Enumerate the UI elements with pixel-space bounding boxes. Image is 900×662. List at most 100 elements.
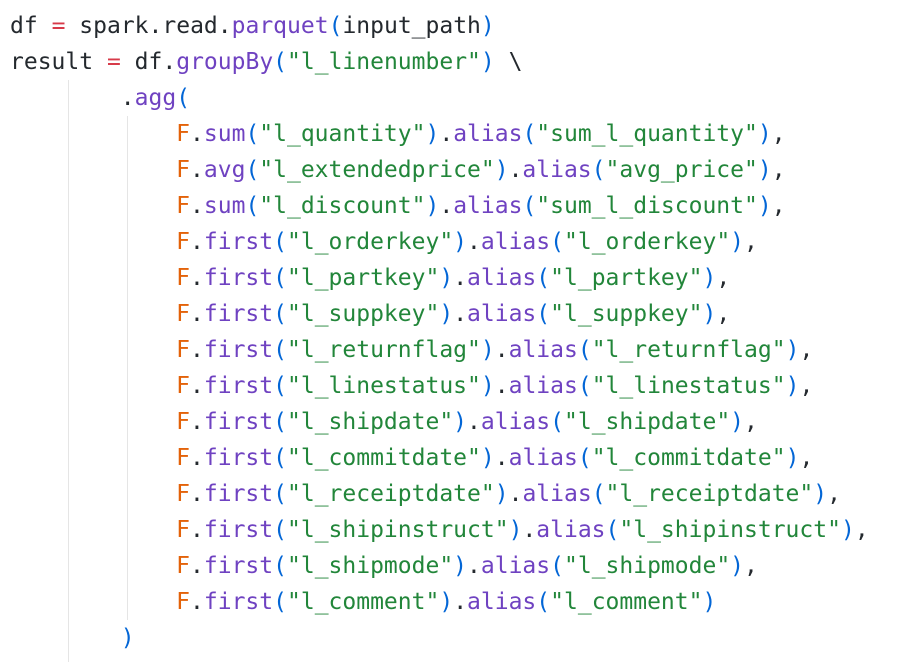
code-token-paren: ) (785, 373, 800, 399)
code-token-paren: ) (494, 157, 509, 183)
code-token-string-literal: "l_suppkey" (550, 301, 703, 327)
code-token-function-name: avg (203, 157, 246, 183)
code-line[interactable]: F.first("l_shipdate").alias("l_shipdate"… (10, 404, 758, 440)
code-token-string-literal: "l_linenumber" (287, 49, 481, 75)
code-token-code-text: . (508, 481, 523, 507)
code-token-paren: ) (785, 337, 800, 363)
code-token-string-literal: "l_comment" (287, 589, 440, 615)
code-token-paren: ) (480, 49, 495, 75)
code-token-identifier: df (10, 13, 38, 39)
code-token-code-text: , (799, 445, 814, 471)
code-token-paren: ) (757, 157, 772, 183)
code-token-paren: ) (702, 589, 717, 615)
code-token-code-text: . (522, 517, 537, 543)
code-token-code-text: \ (494, 49, 523, 75)
code-token-string-literal: "l_orderkey" (564, 229, 731, 255)
code-line[interactable]: F.first("l_linestatus").alias("l_linesta… (10, 368, 813, 404)
code-token-code-text: . (190, 121, 204, 147)
code-token-paren: ( (273, 49, 288, 75)
code-token-code-text (38, 13, 52, 39)
code-token-string-literal: "l_shipinstruct" (619, 517, 841, 543)
code-token-paren: ( (536, 265, 551, 291)
code-token-paren: ( (577, 373, 592, 399)
code-token-paren: ) (480, 445, 495, 471)
code-token-code-text: , (771, 193, 786, 219)
code-line[interactable]: F.sum("l_discount").alias("sum_l_discoun… (10, 188, 786, 224)
code-line[interactable]: F.first("l_orderkey").alias("l_orderkey"… (10, 224, 758, 260)
code-token-string-literal: "sum_l_quantity" (536, 121, 758, 147)
code-token-module-name: F (176, 265, 191, 291)
code-token-function-name: alias (480, 409, 551, 435)
code-line[interactable]: F.first("l_returnflag").alias("l_returnf… (10, 332, 813, 368)
code-line[interactable]: .agg( (10, 80, 190, 116)
code-token-module-name: F (176, 229, 191, 255)
code-token-code-text: . (190, 157, 204, 183)
code-token-paren: ) (813, 481, 828, 507)
code-token-paren: ) (120, 625, 135, 651)
code-token-code-text: . (453, 265, 468, 291)
code-token-paren: ( (245, 193, 260, 219)
code-token-string-literal: "l_comment" (550, 589, 703, 615)
code-token-code-text: . (494, 373, 509, 399)
code-token-paren: ) (757, 121, 772, 147)
code-token-module-name: F (176, 373, 191, 399)
code-token-paren: ( (273, 589, 287, 615)
code-token-string-literal: "l_returnflag" (287, 337, 481, 363)
code-token-code-text: , (744, 553, 758, 579)
code-token-operator: = (106, 49, 121, 75)
code-token-string-literal: "l_receiptdate" (287, 481, 495, 507)
code-token-paren: ( (273, 301, 287, 327)
code-token-paren: ( (328, 13, 343, 39)
code-token-paren: ) (494, 481, 509, 507)
code-token-string-literal: "sum_l_discount" (536, 193, 758, 219)
code-line[interactable]: F.sum("l_quantity").alias("sum_l_quantit… (10, 116, 785, 152)
code-token-function-name: first (203, 337, 274, 363)
code-token-code-text: . (190, 301, 204, 327)
code-token-paren: ) (730, 409, 745, 435)
code-line[interactable]: F.first("l_commitdate").alias("l_commitd… (10, 440, 813, 476)
code-line[interactable]: F.first("l_receiptdate").alias("l_receip… (10, 476, 841, 512)
code-token-paren: ( (605, 517, 620, 543)
code-token-paren: ) (453, 229, 468, 255)
code-token-function-name: first (203, 265, 274, 291)
code-token-identifier: result (10, 49, 94, 75)
code-token-paren: ) (425, 121, 440, 147)
code-token-paren: ) (480, 373, 495, 399)
code-token-module-name: F (176, 589, 191, 615)
code-token-string-literal: "l_receiptdate" (605, 481, 814, 507)
code-line[interactable]: F.first("l_comment").alias("l_comment") (10, 584, 716, 620)
code-token-code-text (10, 337, 176, 363)
code-line[interactable]: ) (10, 620, 135, 656)
code-line[interactable]: F.first("l_shipinstruct").alias("l_shipi… (10, 512, 869, 548)
code-token-paren: ) (757, 193, 772, 219)
code-token-code-text: . (439, 193, 454, 219)
code-token-code-text: . (453, 589, 468, 615)
code-line[interactable]: F.first("l_shipmode").alias("l_shipmode"… (10, 548, 758, 584)
code-token-string-literal: "l_suppkey" (287, 301, 440, 327)
code-token-code-text: , (799, 337, 814, 363)
code-token-string-literal: "l_shipdate" (564, 409, 731, 435)
code-token-function-name: parquet (231, 13, 329, 39)
code-token-code-text: . (162, 49, 177, 75)
code-token-paren: ( (591, 157, 606, 183)
code-token-function-name: alias (480, 553, 551, 579)
code-token-paren: ) (480, 13, 495, 39)
code-token-module-name: F (176, 157, 191, 183)
code-line[interactable]: F.avg("l_extendedprice").alias("avg_pric… (10, 152, 785, 188)
code-token-code-text (10, 553, 176, 579)
code-token-code-text (10, 121, 176, 147)
code-token-module-name: F (176, 337, 191, 363)
code-line[interactable]: result = df.groupBy("l_linenumber") \ (10, 44, 522, 80)
code-token-function-name: groupBy (176, 49, 274, 75)
code-token-function-name: first (203, 517, 274, 543)
code-token-code-text: . (190, 445, 204, 471)
code-token-paren: ( (536, 589, 551, 615)
code-token-module-name: F (176, 121, 191, 147)
code-line[interactable]: F.first("l_partkey").alias("l_partkey"), (10, 260, 730, 296)
code-token-function-name: alias (522, 157, 592, 183)
code-token-code-text: . (217, 13, 232, 39)
code-line[interactable]: F.first("l_suppkey").alias("l_suppkey"), (10, 296, 730, 332)
code-line[interactable]: df = spark.read.parquet(input_path) (10, 8, 495, 44)
code-token-function-name: alias (508, 337, 578, 363)
